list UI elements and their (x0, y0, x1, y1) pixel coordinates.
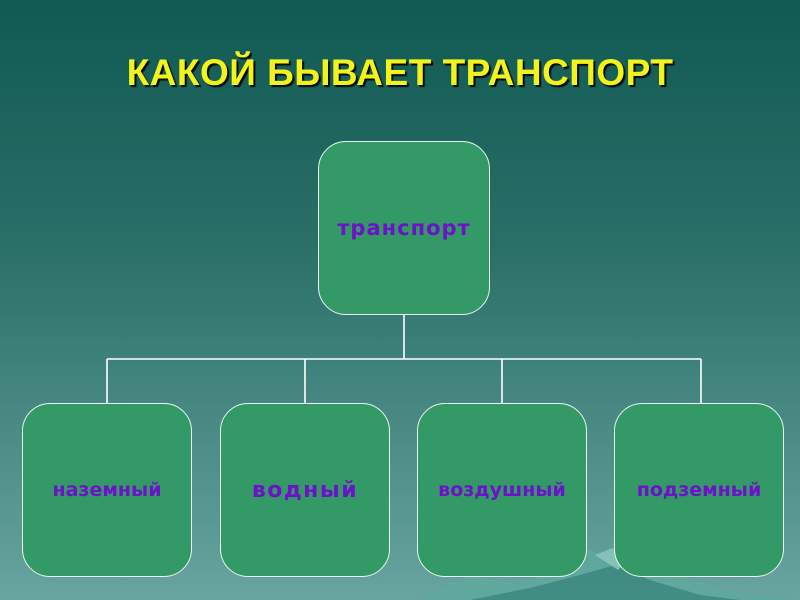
page-title: КАКОЙ БЫВАЕТ ТРАНСПОРТ (126, 52, 674, 93)
node-air: воздушный (417, 403, 587, 577)
node-transport: транспорт (318, 141, 490, 315)
node-underground: подземный (614, 403, 784, 577)
node-ground: наземный (22, 403, 192, 577)
node-water: водный (220, 403, 390, 577)
